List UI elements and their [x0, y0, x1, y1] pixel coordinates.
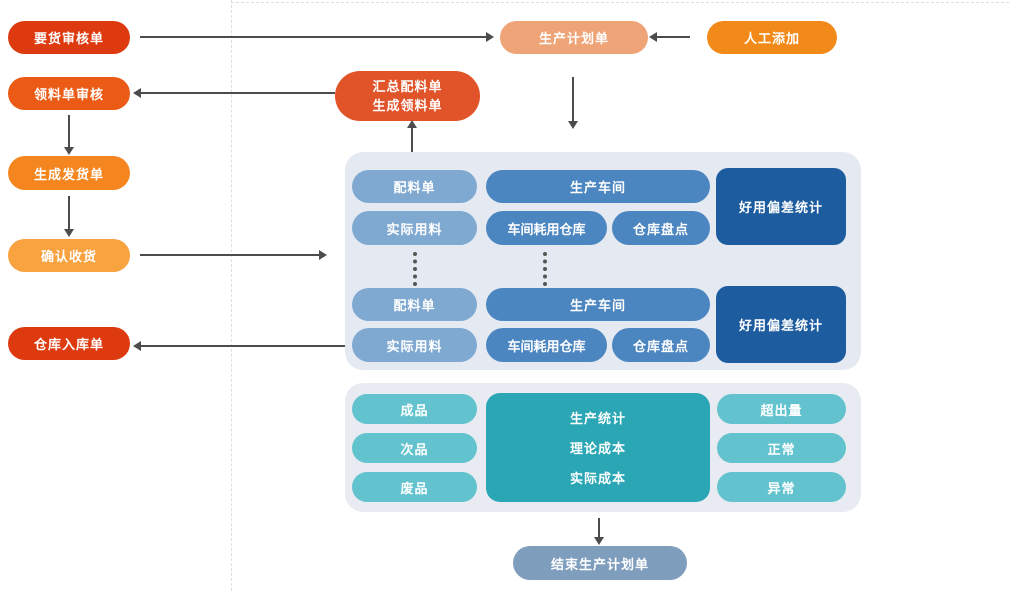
node-finished-product: 成品: [352, 394, 477, 424]
node-usage-deviation-1: 好用偏差统计: [716, 168, 846, 245]
node-production-workshop-2: 生产车间: [486, 288, 710, 321]
node-workshop-consume-warehouse-1: 车间耗用仓库: [486, 211, 607, 245]
node-ingredient-list-1: 配料单: [352, 170, 477, 203]
node-usage-deviation-2: 好用偏差统计: [716, 286, 846, 363]
node-ingredient-list-2: 配料单: [352, 288, 477, 321]
arrow-generate-shipment-to-confirm-receipt: [68, 196, 70, 230]
summary-line1: 汇总配料单: [372, 79, 443, 94]
node-workshop-consume-warehouse-2: 车间耗用仓库: [486, 328, 607, 362]
node-manual-add: 人工添加: [707, 21, 837, 54]
node-defective-product: 次品: [352, 433, 477, 463]
summary-line2: 生成领料单: [372, 98, 443, 113]
arrow-summary-to-picking-review: [140, 92, 335, 94]
arrow-manual-add-to-production-plan: [656, 36, 690, 38]
dotted-connector-left: [413, 252, 417, 286]
dotted-connector-right: [543, 252, 547, 286]
stats-line-production: 生产统计: [569, 411, 626, 427]
node-confirm-receipt: 确认收货: [8, 239, 130, 272]
stats-line-theoretical-cost: 理论成本: [569, 440, 626, 456]
node-actual-usage-2: 实际用料: [352, 328, 477, 362]
arrow-confirm-receipt-to-workshop-panel: [140, 254, 320, 256]
node-actual-usage-1: 实际用料: [352, 211, 477, 245]
node-exceed-amount: 超出量: [717, 394, 846, 424]
vertical-dashed-divider: [231, 0, 232, 591]
node-warehouse-check-2: 仓库盘点: [612, 328, 710, 362]
node-scrap-product: 废品: [352, 472, 477, 502]
arrow-production-plan-to-workshop-panel: [572, 77, 574, 122]
node-production-plan: 生产计划单: [500, 21, 648, 54]
stats-line-actual-cost: 实际成本: [569, 470, 626, 486]
arrow-workshop-panel-to-summary: [411, 127, 413, 152]
node-summary-picking: 汇总配料单 生成领料单: [335, 71, 480, 121]
arrow-picking-review-to-generate-shipment: [68, 115, 70, 148]
node-production-stats: 生产统计 理论成本 实际成本: [486, 393, 710, 502]
arrow-output-panel-to-end-plan: [598, 518, 600, 538]
horizontal-dashed-divider: [231, 2, 1009, 3]
node-production-workshop-1: 生产车间: [486, 170, 710, 203]
node-demand-review: 要货审核单: [8, 21, 130, 54]
node-warehouse-inbound: 仓库入库单: [8, 327, 130, 360]
arrow-demand-review-to-production-plan: [140, 36, 487, 38]
workshop-panel: 配料单 生产车间 好用偏差统计 实际用料 车间耗用仓库 仓库盘点 配料单 生产车…: [345, 152, 861, 370]
node-warehouse-check-1: 仓库盘点: [612, 211, 710, 245]
node-abnormal: 异常: [717, 472, 846, 502]
node-normal: 正常: [717, 433, 846, 463]
arrow-workshop-panel-to-warehouse-inbound: [140, 345, 345, 347]
node-end-production-plan: 结束生产计划单: [513, 546, 687, 580]
node-generate-shipment: 生成发货单: [8, 156, 130, 190]
output-panel: 成品 次品 废品 生产统计 理论成本 实际成本 超出量 正常 异常: [345, 383, 861, 512]
node-picking-review: 领料单审核: [8, 77, 130, 110]
